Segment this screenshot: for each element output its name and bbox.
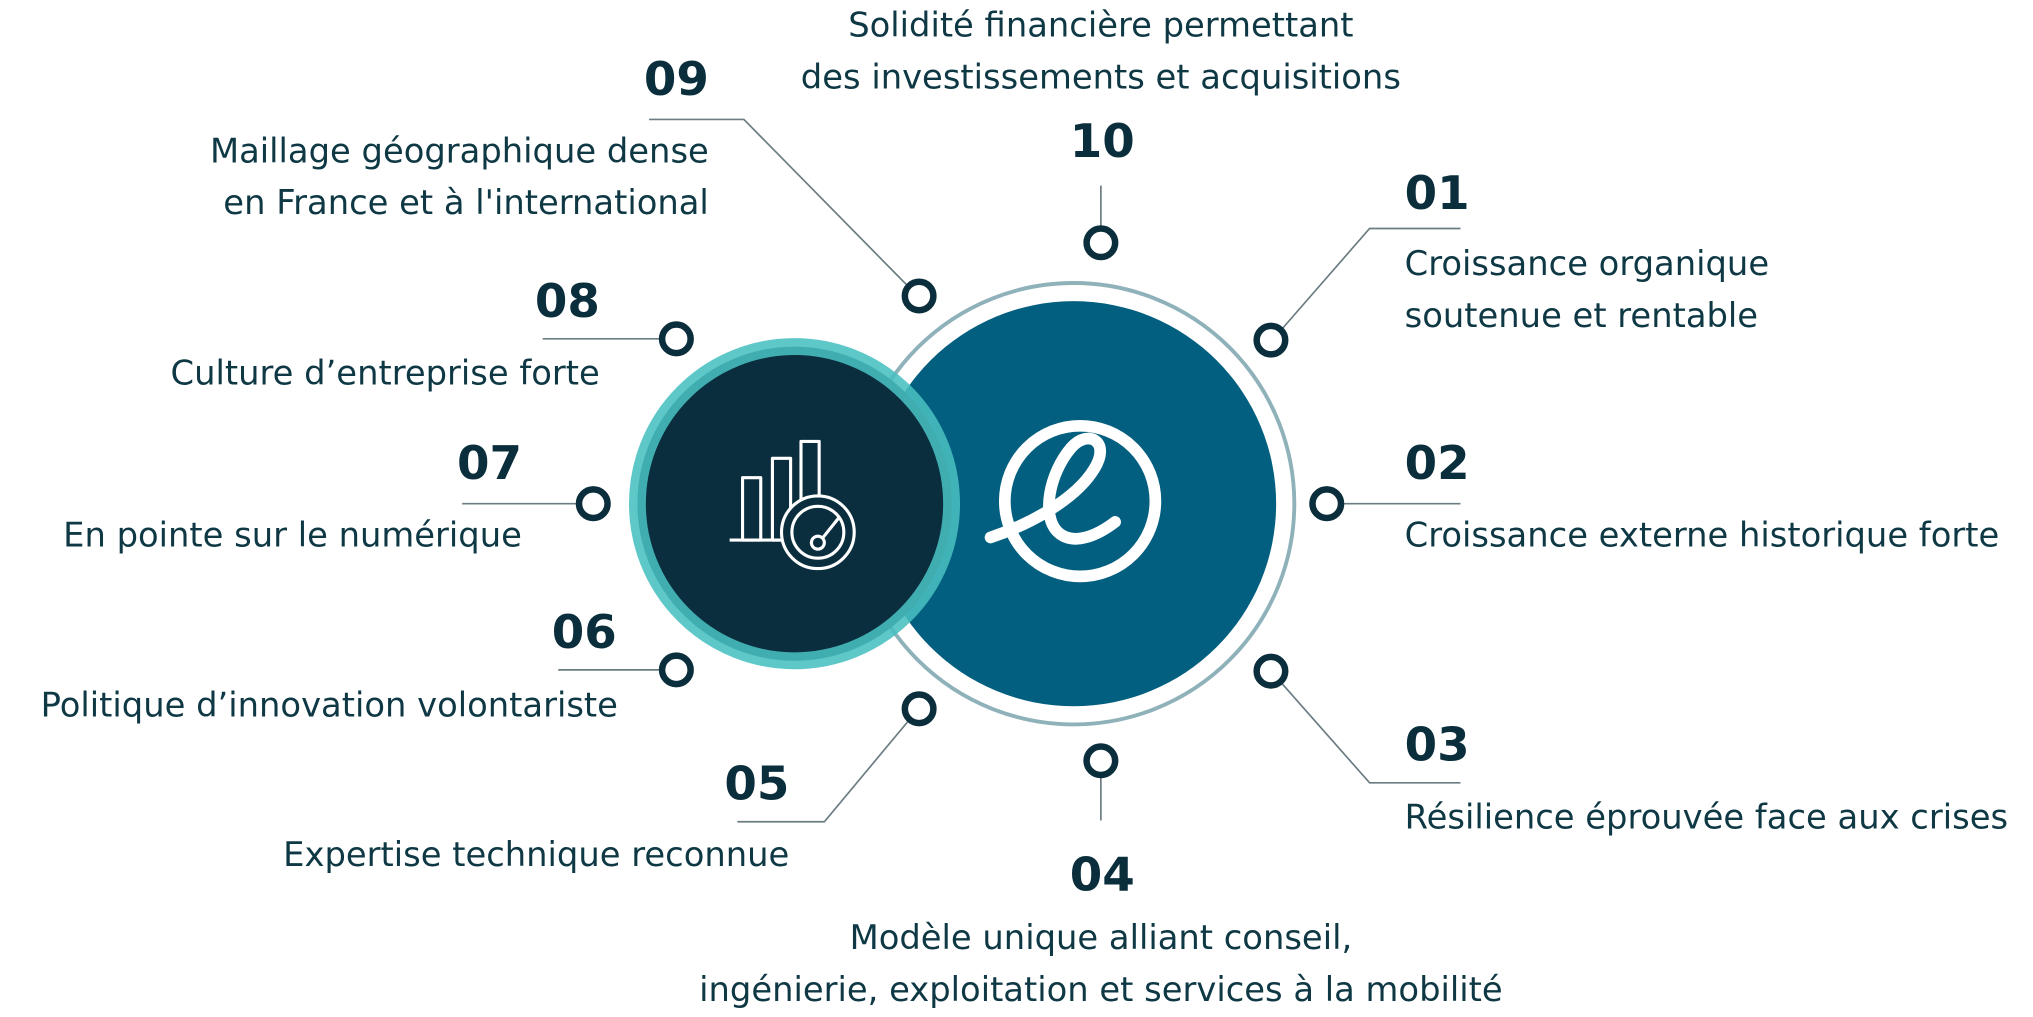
node-09	[901, 278, 937, 314]
node-04	[1083, 743, 1119, 779]
item-04-label: Modèle unique alliant conseil,ingénierie…	[699, 919, 1503, 1010]
node-05	[901, 691, 937, 727]
item-06-label: Politique d’innovation volontariste	[40, 686, 618, 726]
item-05-label: Expertise technique reconnue	[283, 836, 790, 875]
item-04-number: 04	[1069, 849, 1135, 903]
node-10	[1083, 225, 1119, 261]
item-02-number: 02	[1404, 437, 1470, 491]
item-03-label: Résilience éprouvée face aux crises	[1404, 798, 2009, 838]
item-10-number: 10	[1069, 115, 1135, 169]
item-09-number: 09	[643, 53, 709, 107]
connector-01	[1280, 227, 1461, 331]
item-08-number: 08	[534, 275, 600, 329]
item-05-number: 05	[724, 758, 790, 812]
connector-03	[1280, 682, 1461, 784]
bar-chart-gauge-icon	[729, 439, 856, 571]
node-07	[575, 486, 611, 522]
main-circle	[871, 301, 1277, 707]
node-01	[1253, 322, 1289, 358]
connector-09	[649, 118, 907, 285]
item-08-label: Culture d’entreprise forte	[170, 354, 600, 394]
node-02	[1309, 486, 1345, 522]
item-02-label: Croissance externe historique forte	[1404, 516, 2000, 556]
item-07-label: En pointe sur le numérique	[63, 516, 522, 556]
item-07-number: 07	[456, 437, 523, 491]
e-logo-icon	[984, 419, 1162, 583]
item-01-number: 01	[1404, 167, 1470, 221]
item-03-number: 03	[1404, 719, 1470, 773]
node-03	[1253, 653, 1289, 689]
node-06	[658, 652, 694, 688]
left-circle-ring	[628, 338, 961, 670]
connector-05	[737, 719, 910, 823]
item-06-number: 06	[551, 606, 617, 660]
node-08	[658, 321, 694, 357]
